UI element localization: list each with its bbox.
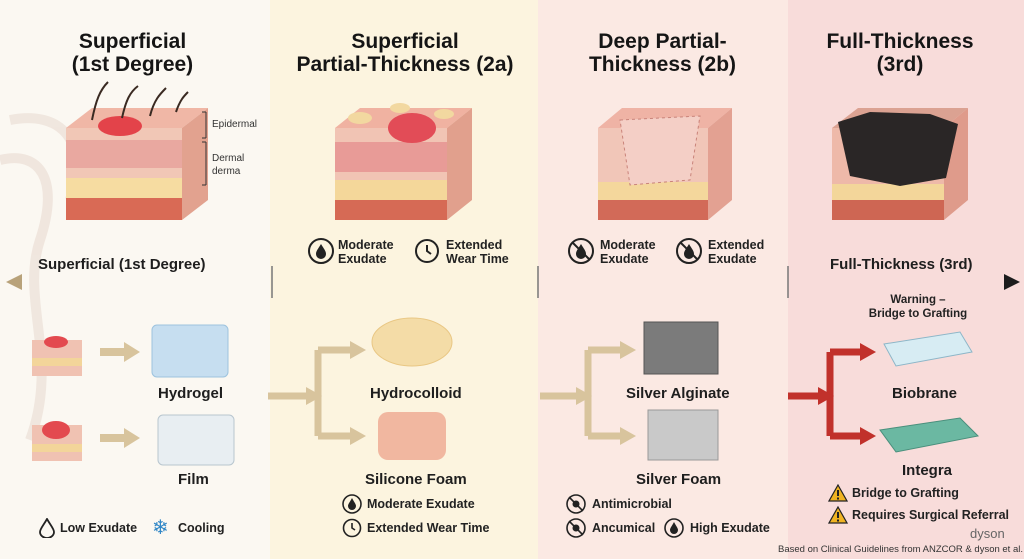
drop-icon <box>664 518 684 538</box>
skin-block-superficial <box>66 81 208 220</box>
hydrogel-pad <box>151 324 229 378</box>
severity-scale <box>6 266 1020 298</box>
dressing-hydrogel: Hydrogel <box>158 385 224 402</box>
silver-foam-pad <box>647 409 719 461</box>
integra-pad <box>879 417 980 453</box>
title-col1: Superficial(1st Degree) <box>71 30 194 76</box>
footer-moderate-exudate: Moderate Exudate <box>367 497 475 511</box>
arrows-col1 <box>100 342 140 448</box>
label-dermal: Dermal <box>212 153 245 164</box>
label-derma: derma <box>212 166 241 177</box>
warning-icon <box>828 484 848 502</box>
dressing-silver-alginate: Silver Alginate <box>626 385 730 402</box>
film-pad <box>157 414 235 466</box>
snowflake-icon: ❄ <box>152 517 169 539</box>
hydrocolloid-pad <box>371 317 453 367</box>
footer-antimicrobial: Antimicrobial <box>592 497 672 511</box>
source-note: Based on Clinical Guidelines from ANZCOR… <box>778 544 1023 555</box>
footer-high-exudate: High Exudate <box>690 521 770 535</box>
title-col4: Full-Thickness(3rd) <box>826 30 974 76</box>
mini-skin-2 <box>32 421 82 461</box>
skin-block-partial-2a <box>335 103 472 220</box>
dressing-silver-foam: Silver Foam <box>636 471 722 488</box>
skin-block-full-thickness <box>832 108 968 220</box>
footer-extended-wear: Extended Wear Time <box>367 521 490 535</box>
footer-bridge-to-grafting: Bridge to Grafting <box>852 486 959 500</box>
label-epidermal: Epidermal <box>212 119 258 130</box>
antimicrobial-icon <box>566 494 586 514</box>
skin-block-deep-2b <box>598 108 732 220</box>
drop-icon <box>342 494 362 514</box>
silver-alginate-pad <box>643 321 719 375</box>
clock-icon <box>415 239 439 263</box>
dressing-silicone-foam: Silicone Foam <box>365 471 467 488</box>
band-superficial <box>0 0 270 559</box>
brand-logo: dyson <box>970 526 1005 541</box>
no-drop-icon <box>676 238 702 264</box>
no-drop-icon <box>568 238 594 264</box>
band-partial-2a <box>270 0 538 559</box>
title-col3: Deep Partial-Thickness (2b) <box>588 30 737 76</box>
warning-note: Warning –Bridge to Grafting <box>868 294 968 320</box>
silicone-foam-pad <box>378 412 446 460</box>
footer-cooling: Cooling <box>178 521 225 535</box>
band-full-thickness <box>788 0 1024 559</box>
footer-ancumical: Ancumical <box>592 521 656 535</box>
drop-icon <box>308 238 334 264</box>
background-skin-sketch <box>0 113 82 442</box>
dressing-hydrocolloid: Hydrocolloid <box>370 385 462 402</box>
footer-surgical-referral: Requires Surgical Referral <box>852 508 1010 522</box>
dressing-integra: Integra <box>902 462 953 479</box>
warning-icon <box>828 506 848 524</box>
dressing-film: Film <box>178 471 209 488</box>
scale-right-label: Full-Thickness (3rd) <box>830 256 973 273</box>
dressing-biobrane: Biobrane <box>892 385 958 402</box>
footer-low-exudate: Low Exudate <box>60 521 138 535</box>
clock-icon <box>342 518 362 538</box>
scale-left-label: Superficial (1st Degree) <box>38 256 206 273</box>
drop-icon <box>39 518 55 538</box>
band-deep-2b <box>538 0 788 559</box>
mini-skin-1 <box>32 336 82 376</box>
antimicrobial-icon <box>566 518 586 538</box>
biobrane-pad <box>883 331 973 367</box>
